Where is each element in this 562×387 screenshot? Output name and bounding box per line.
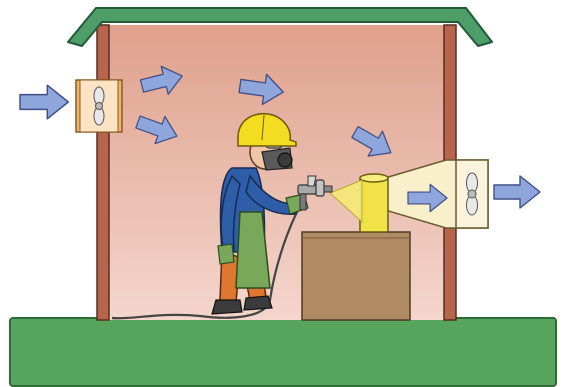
left-wall-lower [97, 132, 109, 320]
right-wall-lower [444, 228, 456, 320]
fan-icon [94, 87, 104, 125]
intake-fan [76, 80, 122, 132]
work-table [302, 232, 410, 320]
airflow-arrow-icon [20, 85, 68, 119]
left-wall-upper [97, 25, 109, 80]
workpiece [360, 178, 388, 232]
right-wall-upper [444, 25, 456, 163]
ground [10, 318, 556, 386]
fan-icon [467, 173, 478, 215]
airflow-arrow-icon [494, 176, 540, 208]
